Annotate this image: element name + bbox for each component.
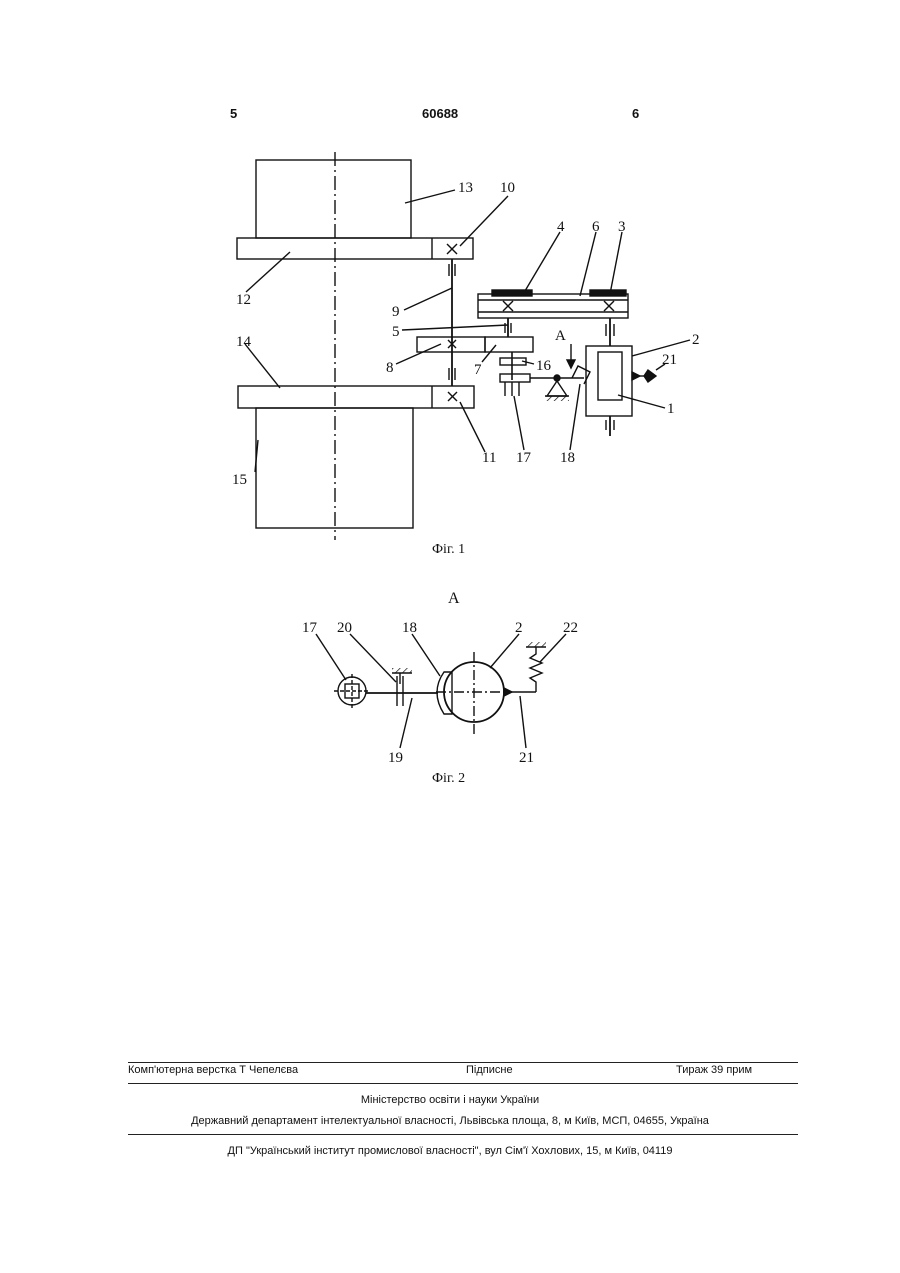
label-9: 9 [392, 304, 400, 320]
figure-2 [316, 634, 566, 748]
figure-2-title: А [448, 590, 460, 607]
label-11: 11 [482, 450, 496, 466]
institute-line: ДП "Український інститут промислової вла… [0, 1145, 900, 1157]
motor-1 [598, 352, 622, 400]
upper-roll-13 [256, 160, 411, 238]
cam-18 [572, 366, 590, 384]
label-6: 6 [592, 219, 600, 235]
label-20: 20 [337, 620, 352, 636]
label-1: 1 [667, 401, 675, 417]
figure-1-caption: Фіг. 1 [432, 542, 465, 557]
imprint-rule-top [128, 1062, 798, 1063]
label-12: 12 [236, 292, 251, 308]
label-21: 21 [662, 352, 677, 368]
label-18: 18 [560, 450, 575, 466]
lower-shaft-14 [238, 386, 474, 408]
label-8: 8 [386, 360, 394, 376]
label-3: 3 [618, 219, 626, 235]
label-17: 17 [516, 450, 532, 466]
department-line: Державний департамент інтелектуальної вл… [0, 1115, 900, 1127]
view-arrow-label: A [555, 328, 566, 344]
figure-2-caption: Фіг. 2 [432, 771, 465, 786]
label-2: 2 [692, 332, 700, 348]
ministry-line: Міністерство освіти і науки України [0, 1094, 900, 1106]
label-19: 19 [388, 750, 403, 766]
imprint-rule-middle [128, 1083, 798, 1084]
label-22: 22 [563, 620, 578, 636]
label-2: 2 [515, 620, 523, 636]
pivot-21 [644, 370, 656, 382]
label-17: 17 [302, 620, 318, 636]
belt-drive-6 [478, 294, 628, 318]
label-18: 18 [402, 620, 417, 636]
label-4: 4 [557, 219, 565, 235]
label-16: 16 [536, 358, 552, 374]
label-5: 5 [392, 324, 400, 340]
imprint-rule-bottom [128, 1134, 798, 1135]
motor-housing-2 [586, 346, 632, 416]
label-13: 13 [458, 180, 473, 196]
label-7: 7 [474, 362, 482, 378]
label-10: 10 [500, 180, 515, 196]
circulation-note: Тираж 39 прим [676, 1064, 752, 1076]
label-14: 14 [236, 334, 252, 350]
figure-1 [237, 152, 690, 540]
label-21: 21 [519, 750, 534, 766]
figure-1-labels: 13 10 4 6 3 12 9 5 2 14 8 7 16 21 1 11 1… [236, 180, 700, 557]
typesetting-credit: Комп'ютерна верстка Т Чепелєва [128, 1064, 298, 1076]
label-15-visible: 15 [232, 472, 247, 488]
spring-22 [530, 647, 542, 692]
clutch-17 [500, 374, 530, 382]
upper-shaft-12 [237, 238, 473, 259]
signed-note: Підписне [466, 1064, 513, 1076]
